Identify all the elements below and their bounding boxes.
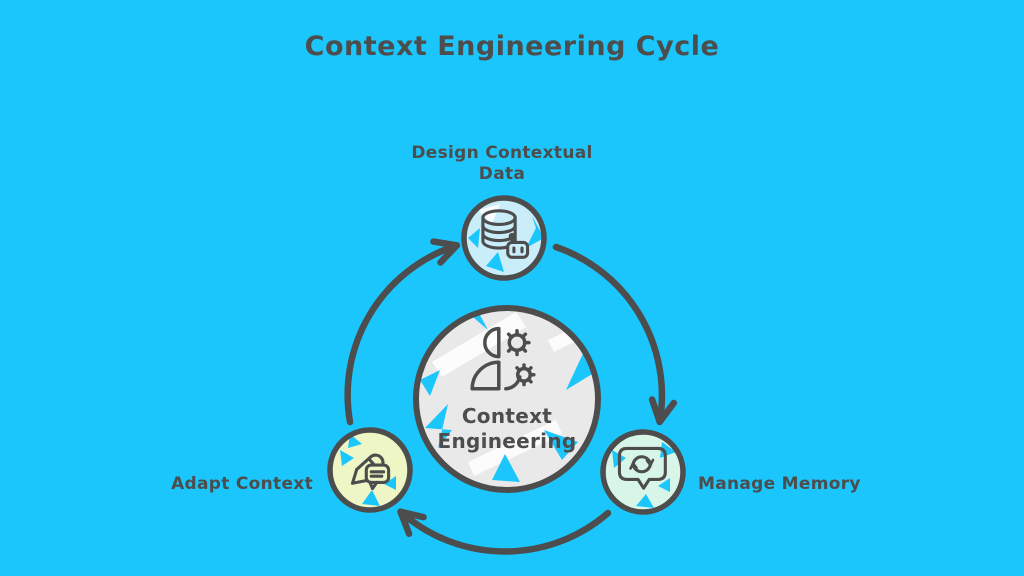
design-label-line2: Data [478, 164, 526, 185]
arrow-design-to-manage [552, 243, 678, 426]
design-node-label: Design Contextual Data [352, 143, 652, 186]
center-label-line2: Engineering [437, 429, 577, 453]
design-circle-border [461, 195, 547, 281]
chat-refresh-icon [617, 446, 667, 490]
adapt-node [327, 427, 413, 513]
center-node-label: Context Engineering [407, 404, 607, 454]
database-robot-icon [481, 209, 530, 259]
adapt-circle-border [327, 427, 413, 513]
person-with-gears-icon [470, 326, 536, 391]
center-label-line1: Context [461, 404, 553, 428]
manage-circle-border [600, 429, 686, 515]
pencil-note-icon [350, 453, 391, 491]
center-circle-border [413, 305, 601, 493]
manage-node [600, 429, 686, 515]
center-node [413, 305, 601, 493]
diagram-title: Context Engineering Cycle [304, 31, 720, 62]
design-node [461, 195, 547, 281]
adapt-node-label: Adapt Context [171, 474, 313, 494]
arrow-manage-to-adapt [397, 508, 612, 555]
manage-node-label: Manage Memory [698, 474, 861, 494]
cycle-arrows [344, 238, 678, 555]
arrow-adapt-to-design [344, 238, 461, 426]
design-label-line1: Design Contextual [411, 143, 593, 163]
